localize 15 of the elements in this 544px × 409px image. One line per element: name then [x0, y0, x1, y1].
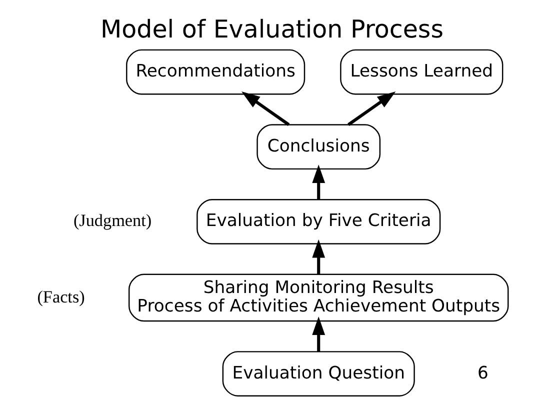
- diagram-title: Model of Evaluation Process: [100, 14, 444, 44]
- arrow: [312, 164, 326, 200]
- node-box: Evaluation by Five Criteria: [196, 198, 441, 244]
- node-label: (Judgment): [73, 211, 152, 230]
- node-box: Conclusions: [256, 124, 381, 170]
- node-label: (Facts): [37, 287, 85, 306]
- label: 6: [478, 363, 488, 384]
- arrow: [312, 316, 326, 352]
- arrow: [242, 91, 290, 126]
- node-box: Lessons Learned: [340, 49, 504, 95]
- arrow: [348, 91, 396, 126]
- node-box: Recommendations: [126, 49, 306, 95]
- arrow: [312, 239, 326, 274]
- node-box: Sharing Monitoring Results Process of Activities Achievement Outputs: [128, 274, 509, 322]
- node-box: Evaluation Question: [222, 351, 415, 396]
